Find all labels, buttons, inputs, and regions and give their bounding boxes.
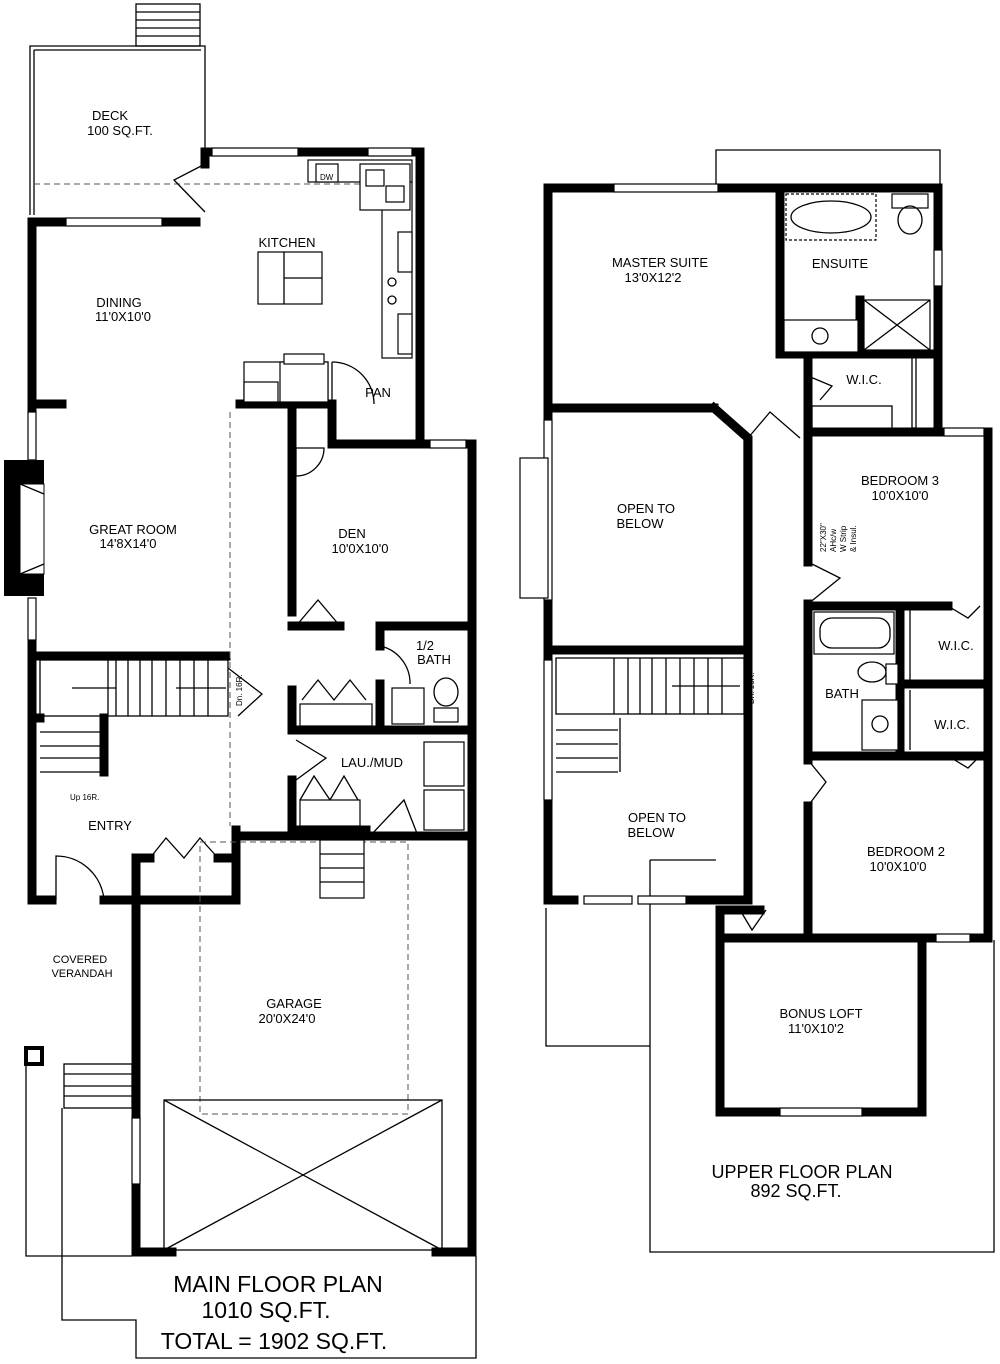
bedroom3-label: BEDROOM 3	[861, 473, 939, 488]
main-floor-plan: DECK 100 SQ.FT. KITCHEN DW DINING 11'0X1…	[4, 3, 477, 1359]
attic-note-4: & Insul.	[849, 525, 858, 552]
kitchen-fixtures	[243, 159, 413, 403]
master-suite-label: MASTER SUITE	[612, 255, 708, 270]
ensuite-fixtures	[783, 193, 931, 353]
upper-floor-labels: MASTER SUITE 13'0X12'2 ENSUITE W.I.C. OP…	[612, 255, 974, 1201]
master-wic-label: W.I.C.	[846, 372, 881, 387]
upper-floor-outline	[545, 149, 995, 1253]
laundry-label: LAU./MUD	[341, 755, 403, 770]
upper-floor-doors	[739, 355, 981, 932]
ensuite-label: ENSUITE	[812, 256, 869, 271]
dining-size: 11'0X10'0	[95, 309, 151, 324]
verandah-label-1: COVERED	[53, 954, 107, 966]
open-to-below-top-label-2: BELOW	[617, 516, 665, 531]
open-to-below-bottom-label-2: BELOW	[628, 825, 676, 840]
stairs-up-note: Up 16R.	[70, 793, 99, 802]
upper-floor-stairs	[555, 440, 745, 773]
bedroom3-size: 10'0X10'0	[871, 488, 928, 503]
bonus-loft-size: 11'0X10'2	[788, 1021, 844, 1036]
dishwasher-label: DW	[320, 173, 334, 182]
bonus-loft-label: BONUS LOFT	[779, 1006, 862, 1021]
half-bath-label-2: BATH	[417, 652, 451, 667]
attic-note-1: 22"X30"	[819, 523, 828, 552]
main-floor-title: MAIN FLOOR PLAN	[173, 1271, 383, 1297]
upper-floor-windows	[519, 183, 985, 1117]
upper-floor-title: UPPER FLOOR PLAN	[711, 1162, 892, 1182]
stairs-down-note-upper: Dn. 16R.	[747, 672, 756, 704]
fireplace	[4, 460, 45, 596]
open-to-below-bottom-label-1: OPEN TO	[628, 810, 686, 825]
wic-b-label: W.I.C.	[934, 717, 969, 732]
deck-steps	[135, 3, 201, 47]
pantry-label: PAN	[365, 385, 391, 400]
main-floor-fixtures	[299, 677, 465, 831]
upper-floor-plan: MASTER SUITE 13'0X12'2 ENSUITE W.I.C. OP…	[519, 149, 995, 1253]
dining-label: DINING	[96, 295, 142, 310]
wic-a-label: W.I.C.	[938, 638, 973, 653]
garage-label: GARAGE	[266, 996, 322, 1011]
great-room-label: GREAT ROOM	[89, 522, 177, 537]
garage-outline	[163, 839, 443, 1251]
main-floor-labels: DECK 100 SQ.FT. KITCHEN DW DINING 11'0X1…	[51, 108, 450, 1354]
kitchen-label: KITCHEN	[258, 235, 315, 250]
stairs-down-note-main: Dn. 16R.	[235, 674, 244, 706]
attic-note-2: AHc/w	[829, 529, 838, 552]
bath-fixtures	[813, 611, 899, 751]
main-floor-windows	[27, 147, 467, 1185]
main-floor-area: 1010 SQ.FT.	[201, 1297, 330, 1323]
bedroom2-label: BEDROOM 2	[867, 844, 945, 859]
deck-label: DECK	[92, 108, 128, 123]
bedroom2-size: 10'0X10'0	[869, 859, 926, 874]
verandah-label-2: VERANDAH	[51, 968, 112, 980]
upper-floor-area: 892 SQ.FT.	[750, 1181, 841, 1201]
half-bath-label-1: 1/2	[416, 638, 434, 653]
total-area: TOTAL = 1902 SQ.FT.	[161, 1328, 387, 1354]
den-label: DEN	[338, 526, 365, 541]
bath-label: BATH	[825, 686, 859, 701]
main-floor-stairs	[39, 659, 264, 773]
open-to-below-top-label-1: OPEN TO	[617, 501, 675, 516]
great-room-size: 14'8X14'0	[99, 536, 156, 551]
deck-outline	[29, 45, 390, 215]
master-suite-size: 13'0X12'2	[624, 270, 681, 285]
attic-note-3: W Strip	[839, 525, 848, 552]
garage-size: 20'0X24'0	[258, 1011, 315, 1026]
den-size: 10'0X10'0	[331, 541, 388, 556]
deck-size: 100 SQ.FT.	[87, 123, 153, 138]
verandah-outline	[24, 412, 477, 1359]
entry-label: ENTRY	[88, 818, 132, 833]
